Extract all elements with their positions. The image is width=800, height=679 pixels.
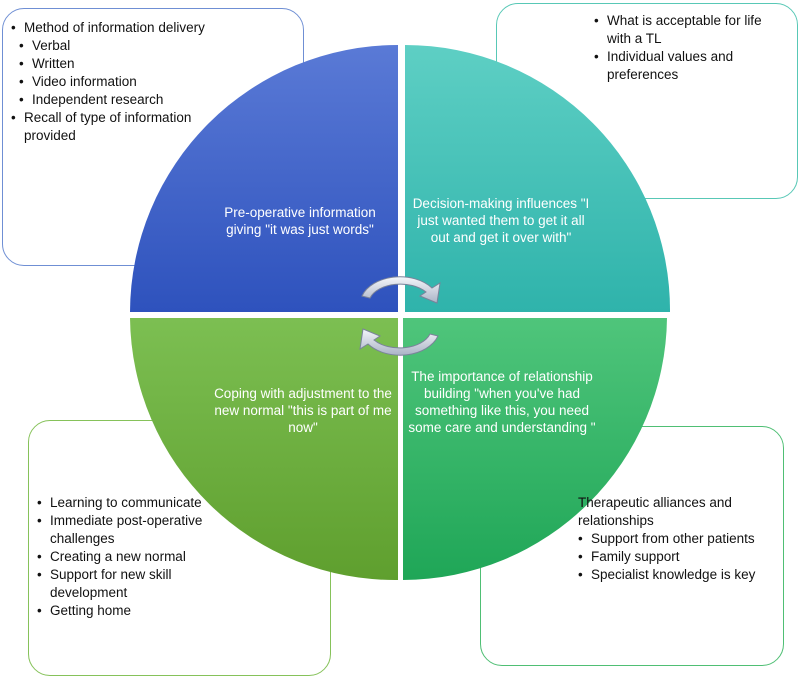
list-heading: Therapeutic alliances and relationships (578, 495, 732, 528)
list-item: Getting home (37, 602, 247, 620)
info-list-bottom-left: Learning to communicate Immediate post-o… (37, 494, 247, 620)
list-item: Recall of type of information provided (11, 109, 211, 145)
quadrant-1-shape (130, 45, 398, 312)
list-item: Creating a new normal (37, 548, 247, 566)
list-item: Method of information delivery (11, 19, 211, 37)
quadrant-4-label: The importance of relationship building … (408, 369, 596, 435)
quadrant-1-label: Pre-operative information giving "it was… (224, 205, 376, 237)
quadrant-3-shape (130, 318, 398, 581)
list-item: What is acceptable for life with a TL (594, 12, 774, 48)
info-list-top-left: Method of information delivery Verbal Wr… (11, 19, 211, 145)
quadrant-2-label: Decision-making influences "I just wante… (412, 196, 590, 245)
cycle-arrows-icon (359, 276, 441, 356)
list-item: Support for new skill development (37, 566, 247, 602)
list-item: Family support (578, 548, 778, 566)
list-item: Written (19, 55, 211, 73)
quadrant-4-shape (403, 318, 667, 580)
list-item: Video information (19, 73, 211, 91)
quadrant-2-shape (405, 45, 671, 312)
quadrant-3-label: Coping with adjustment to the new normal… (214, 386, 392, 435)
info-list-bottom-right: Therapeutic alliances and relationships … (578, 494, 778, 584)
list-item: Immediate post-operative challenges (37, 512, 247, 548)
list-item: Learning to communicate (37, 494, 247, 512)
list-item: Independent research (19, 91, 211, 109)
list-item: Individual values and preferences (594, 48, 774, 84)
info-list-top-right: What is acceptable for life with a TL In… (594, 12, 774, 84)
list-item: Verbal (19, 37, 211, 55)
list-item: Specialist knowledge is key (578, 566, 778, 584)
list-item: Support from other patients (578, 530, 778, 548)
